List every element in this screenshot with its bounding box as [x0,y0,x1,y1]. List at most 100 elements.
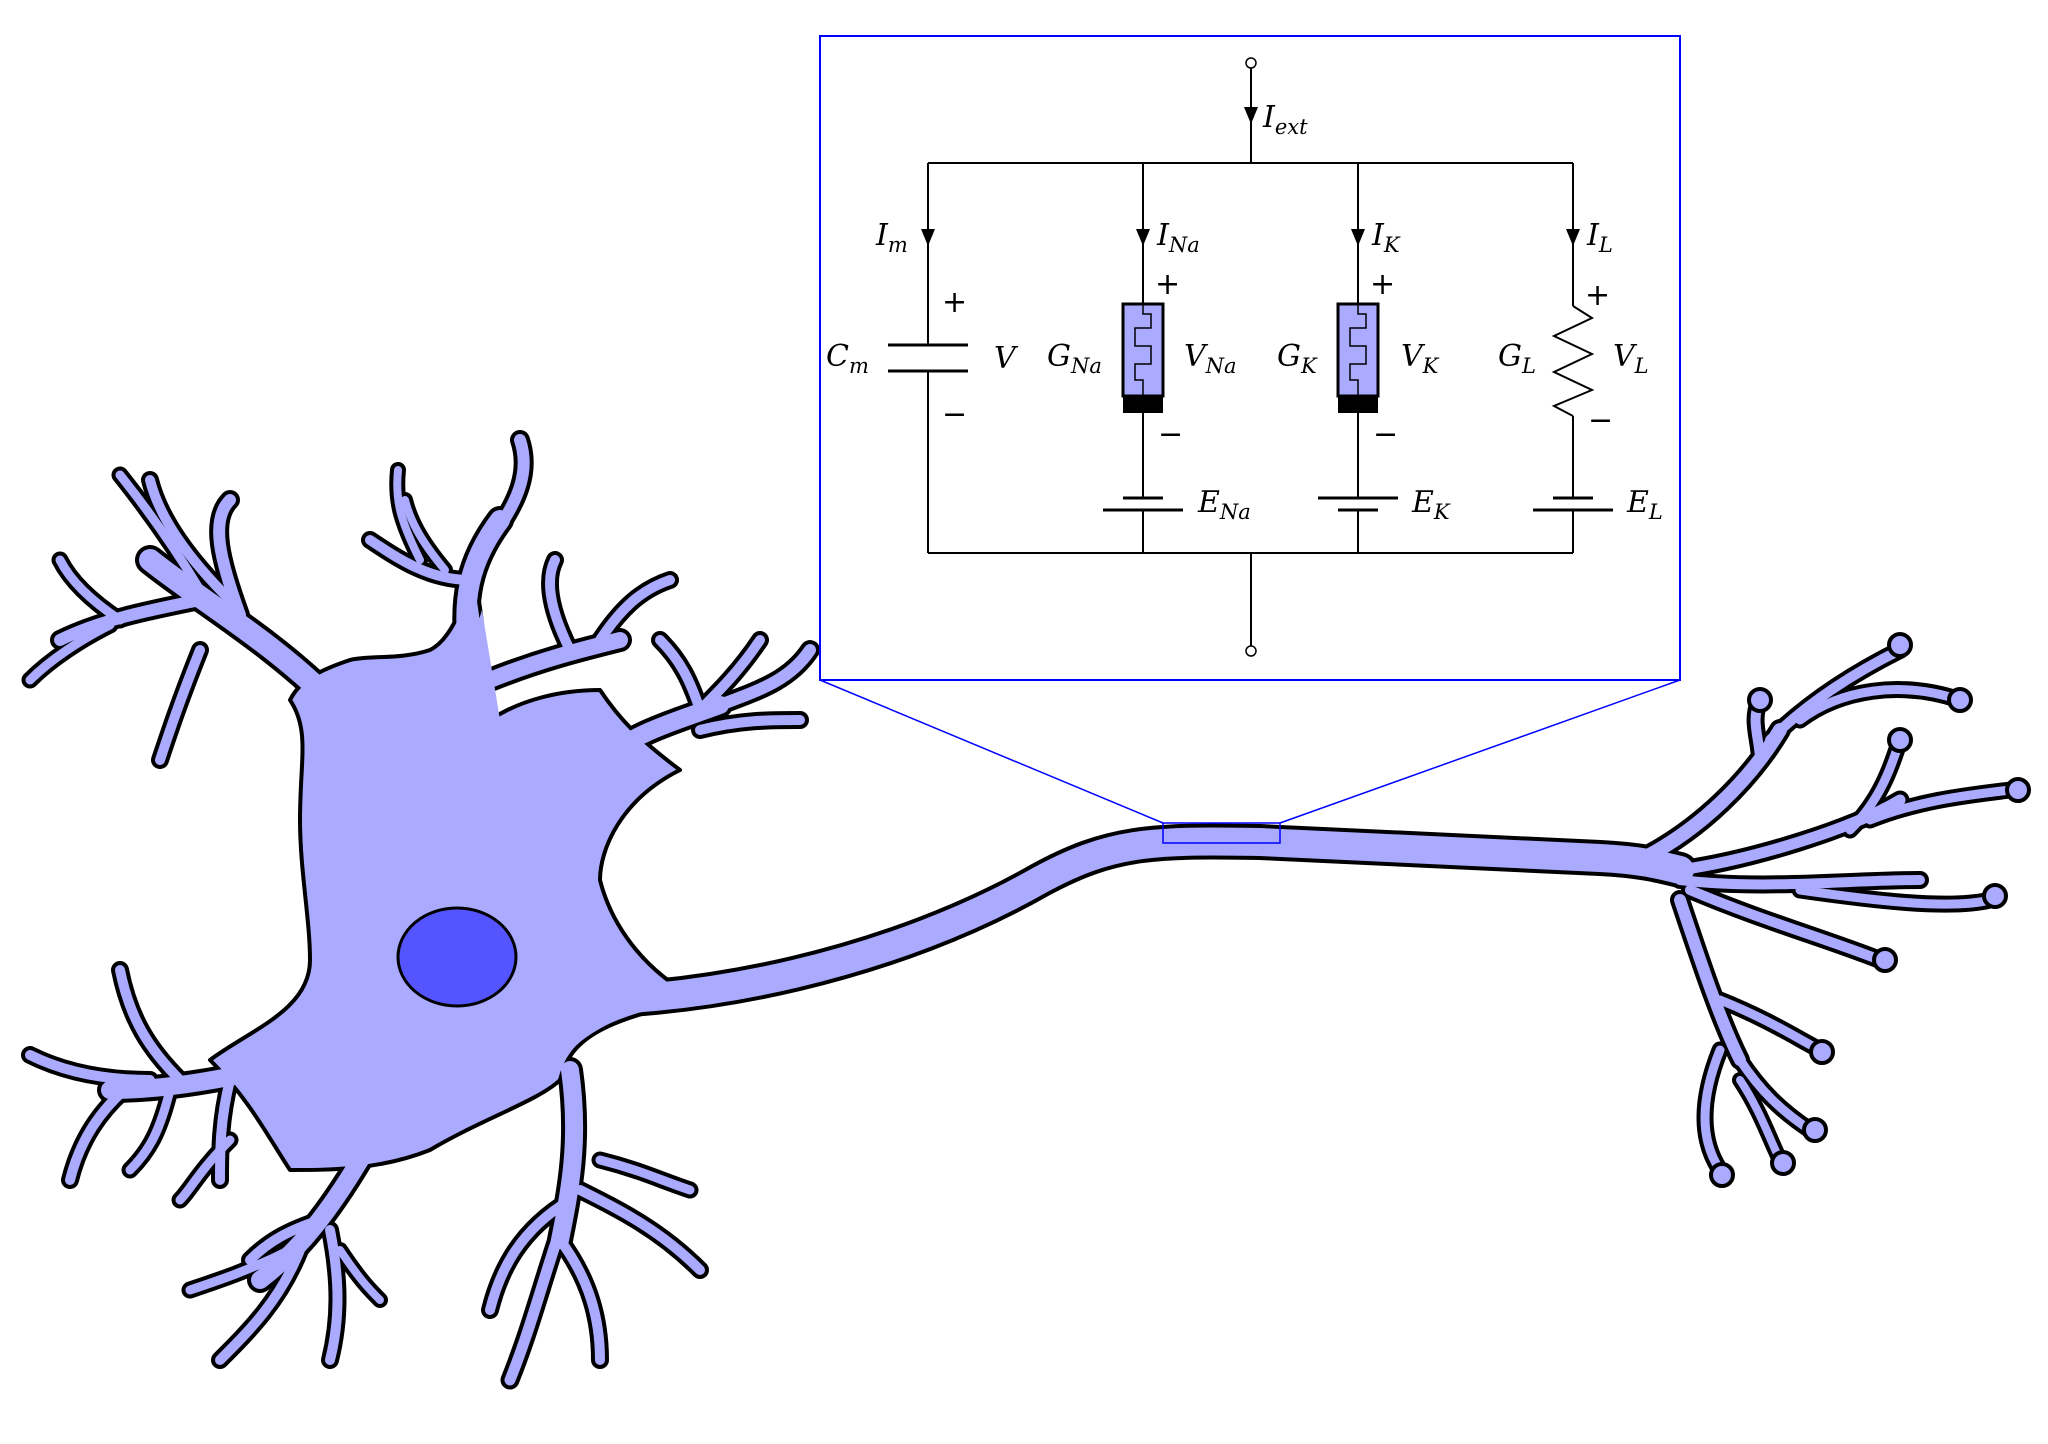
dendrite-branch-fills [25,434,2015,1386]
voltage-label: VK [1401,339,1440,378]
reversal-potential-label: EL [1626,485,1663,524]
dendrite-branch [65,1080,135,1185]
reversal-potential-label: EK [1411,485,1451,524]
reversal-potential-label: ENa [1197,485,1251,524]
axon-terminal-bulb [1947,687,1973,713]
axon-terminal-bulbs [1709,632,2031,1188]
dendrite-branch [482,632,628,688]
dendrite-branch [1685,885,1885,965]
plus-sign: + [942,285,967,320]
current-label: INa [1156,218,1200,257]
voltage-label: VNa [1184,339,1237,378]
dendrite-branch [155,645,205,765]
external-current-label: Iext [1262,100,1308,139]
zoom-line-right [1279,679,1681,824]
dendrite-branch [1765,645,1905,745]
plus-sign: + [1155,267,1180,302]
dendrite-branch [1700,1045,1725,1175]
neuron-illustration [21,430,2031,1390]
dendrite-branch [1633,723,1787,867]
dendrite-branch [25,1050,155,1085]
axon-terminal-bulb [1747,687,1773,713]
dendrite-branch [365,535,475,585]
dendrite-branch [555,1235,605,1365]
dendrite-branch [139,549,341,711]
dendrite-branch [215,1075,235,1185]
dendrite-branch [245,1215,325,1265]
branch-potassium: IK + − GK VK EK [1277,163,1451,553]
dendrite-branch [695,715,805,735]
external-current-arrow [1244,107,1258,124]
conductance-label: GK [1277,339,1318,378]
current-label: Im [875,218,908,257]
resistor-zigzag [1551,305,1595,417]
cell-body-fill [230,610,680,1160]
current-arrow [1566,229,1580,246]
dendrite-branch [714,644,816,711]
dendrite-branch [484,434,530,546]
top-terminal [1245,57,1257,69]
dendrite-branch [393,466,424,564]
dendrite-branch [115,470,205,595]
dendrite-branch [551,1061,584,1249]
minus-sign: − [1373,417,1398,452]
branch-leak: IL + − GL VL EL [1498,163,1663,553]
axon-terminal-bulb [1802,1117,1828,1143]
dendrite-branch [145,475,235,605]
axon-terminal-bulb [1709,1162,1735,1188]
dendrite-branch [1674,794,1906,876]
dendrite-branch [25,620,115,685]
minus-sign: − [942,397,967,432]
dendrite-branch [1795,685,1965,725]
dendrite-branch [185,1245,295,1295]
dendrite-branch [1674,894,1746,1066]
axon-terminal-bulb [1982,883,2008,909]
axon-terminal-bulb [1872,947,1898,973]
dendrite-branch [55,555,125,625]
dendrite-branch [655,635,705,715]
dendrite-branch [54,594,206,646]
dendrite-branch [595,575,675,645]
plus-sign: + [1585,278,1610,313]
dendrite-branch [215,1245,305,1365]
channel-gate-symbol [1349,304,1367,396]
zoom-source-box [1162,822,1281,844]
dendrite-branch [595,1155,695,1195]
current-arrow [921,229,935,246]
dendrite-branch [485,1195,575,1315]
dendrite-branch [325,1225,343,1365]
equivalent-circuit: Iext Im + − Cm V INa [826,57,1663,657]
dendrite-branch [1675,875,1925,890]
branch-membrane: Im + − Cm V [826,163,1019,553]
dendrite-branch [115,965,185,1085]
dendrite-branch [175,1135,235,1205]
capacitance-label: Cm [826,339,869,378]
dendrite-branch [1735,1055,1815,1135]
axon-fill [506,827,1694,1016]
current-arrow [1136,229,1150,246]
axon-terminal-bulb [1887,727,1913,753]
current-label: IK [1371,218,1401,257]
dendrite-branch [336,1246,384,1304]
dendrite-branch [401,496,449,574]
channel-gate-block [1338,396,1378,413]
conductance-label: GL [1498,339,1536,378]
axon-terminal-bulb [1887,632,1913,658]
voltage-label: V [994,341,1019,376]
dendrite-branch [125,1085,175,1175]
dendrite-branch [575,1185,705,1275]
plus-sign: + [1370,267,1395,302]
axon-terminal-bulb [2005,777,2031,803]
axon-terminal-bulb [1770,1150,1796,1176]
branch-sodium: INa + − GNa VNa ENa [1047,163,1251,553]
current-label: IL [1586,218,1613,257]
minus-sign: − [1588,403,1613,438]
dendrite-branch [1795,885,1995,909]
conductance-label: GNa [1047,339,1102,378]
dendrite-branch [504,1224,566,1386]
dendrite-branch [695,635,765,715]
zoom-line-left [819,679,1164,824]
channel-gate-symbol [1134,304,1152,396]
current-arrow [1351,229,1365,246]
